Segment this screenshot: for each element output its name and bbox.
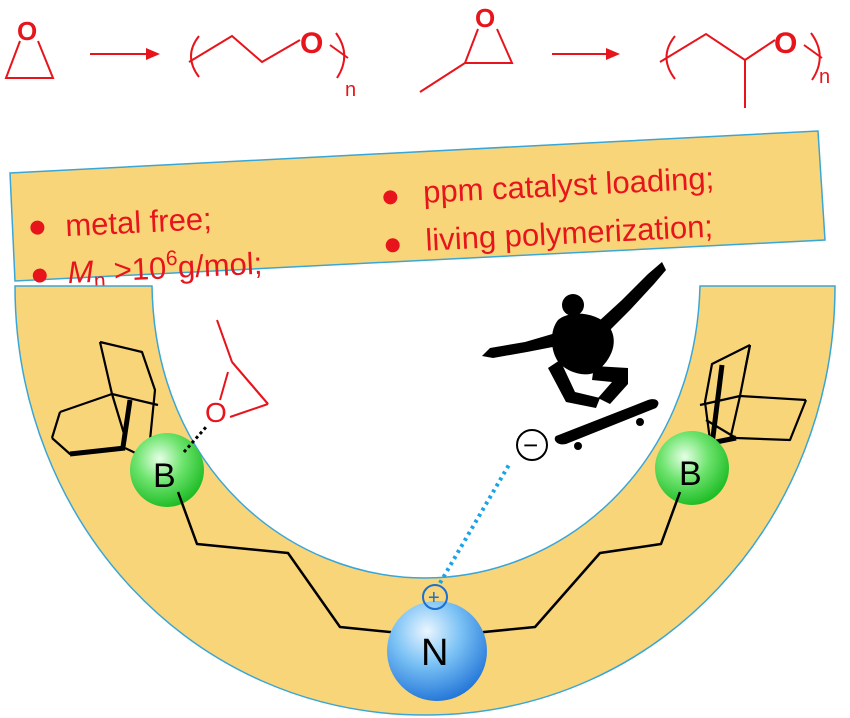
nitrogen-label: N	[421, 632, 448, 674]
feature-metal-free: metal free;	[64, 201, 212, 243]
left-bicyclic-ring	[50, 340, 159, 461]
coordinated-epoxide	[216, 319, 269, 418]
ethylene-oxide-oxygen: O	[17, 16, 37, 46]
bullet	[32, 268, 47, 283]
left-alkyl-linker	[176, 491, 401, 635]
positive-charge-label: +	[428, 587, 440, 609]
propylene-oxide-ring	[463, 28, 514, 64]
peo-chain	[188, 34, 301, 64]
ethylene-oxide-ring	[4, 40, 55, 79]
reaction-arrowhead-1	[146, 48, 160, 60]
negative-charge-label: −	[523, 430, 538, 460]
feature-banner	[9, 130, 826, 282]
peo-left-bracket	[190, 35, 200, 78]
right-boron-label: B	[679, 455, 702, 493]
positive-charge-circle	[422, 584, 448, 610]
reaction-arrowhead-2	[606, 48, 620, 60]
peo-oxygen: O	[300, 27, 323, 60]
left-boron-label: B	[153, 457, 176, 495]
negative-charge-circle	[516, 429, 548, 461]
nitrogen-sphere	[387, 601, 487, 701]
bullet	[30, 220, 45, 235]
epoxide-oxygen: O	[205, 397, 227, 428]
bullet	[383, 190, 398, 205]
propylene-oxide-oxygen: O	[475, 3, 495, 33]
peo-right-bracket	[335, 32, 346, 79]
ppo-right-bracket	[810, 32, 821, 81]
feature-molecular-weight: Mn >106g/mol;	[67, 243, 264, 294]
u-shaped-band	[14, 285, 836, 716]
ion-pair-dotted-line	[438, 461, 512, 585]
ppo-oxygen: O	[774, 27, 797, 60]
right-boron-sphere	[655, 431, 729, 505]
ppo-subscript-n: n	[819, 66, 830, 88]
reaction-scheme-2	[419, 28, 823, 108]
bullet	[385, 238, 400, 253]
right-alkyl-linker	[473, 491, 682, 635]
skateboarder-silhouette-icon	[482, 262, 666, 450]
peo-subscript-n: n	[345, 79, 356, 101]
ppo-chain	[659, 32, 776, 63]
feature-list: metal free; Mn >106g/mol; ppm catalyst l…	[30, 161, 715, 294]
reaction-scheme-1	[4, 32, 349, 79]
